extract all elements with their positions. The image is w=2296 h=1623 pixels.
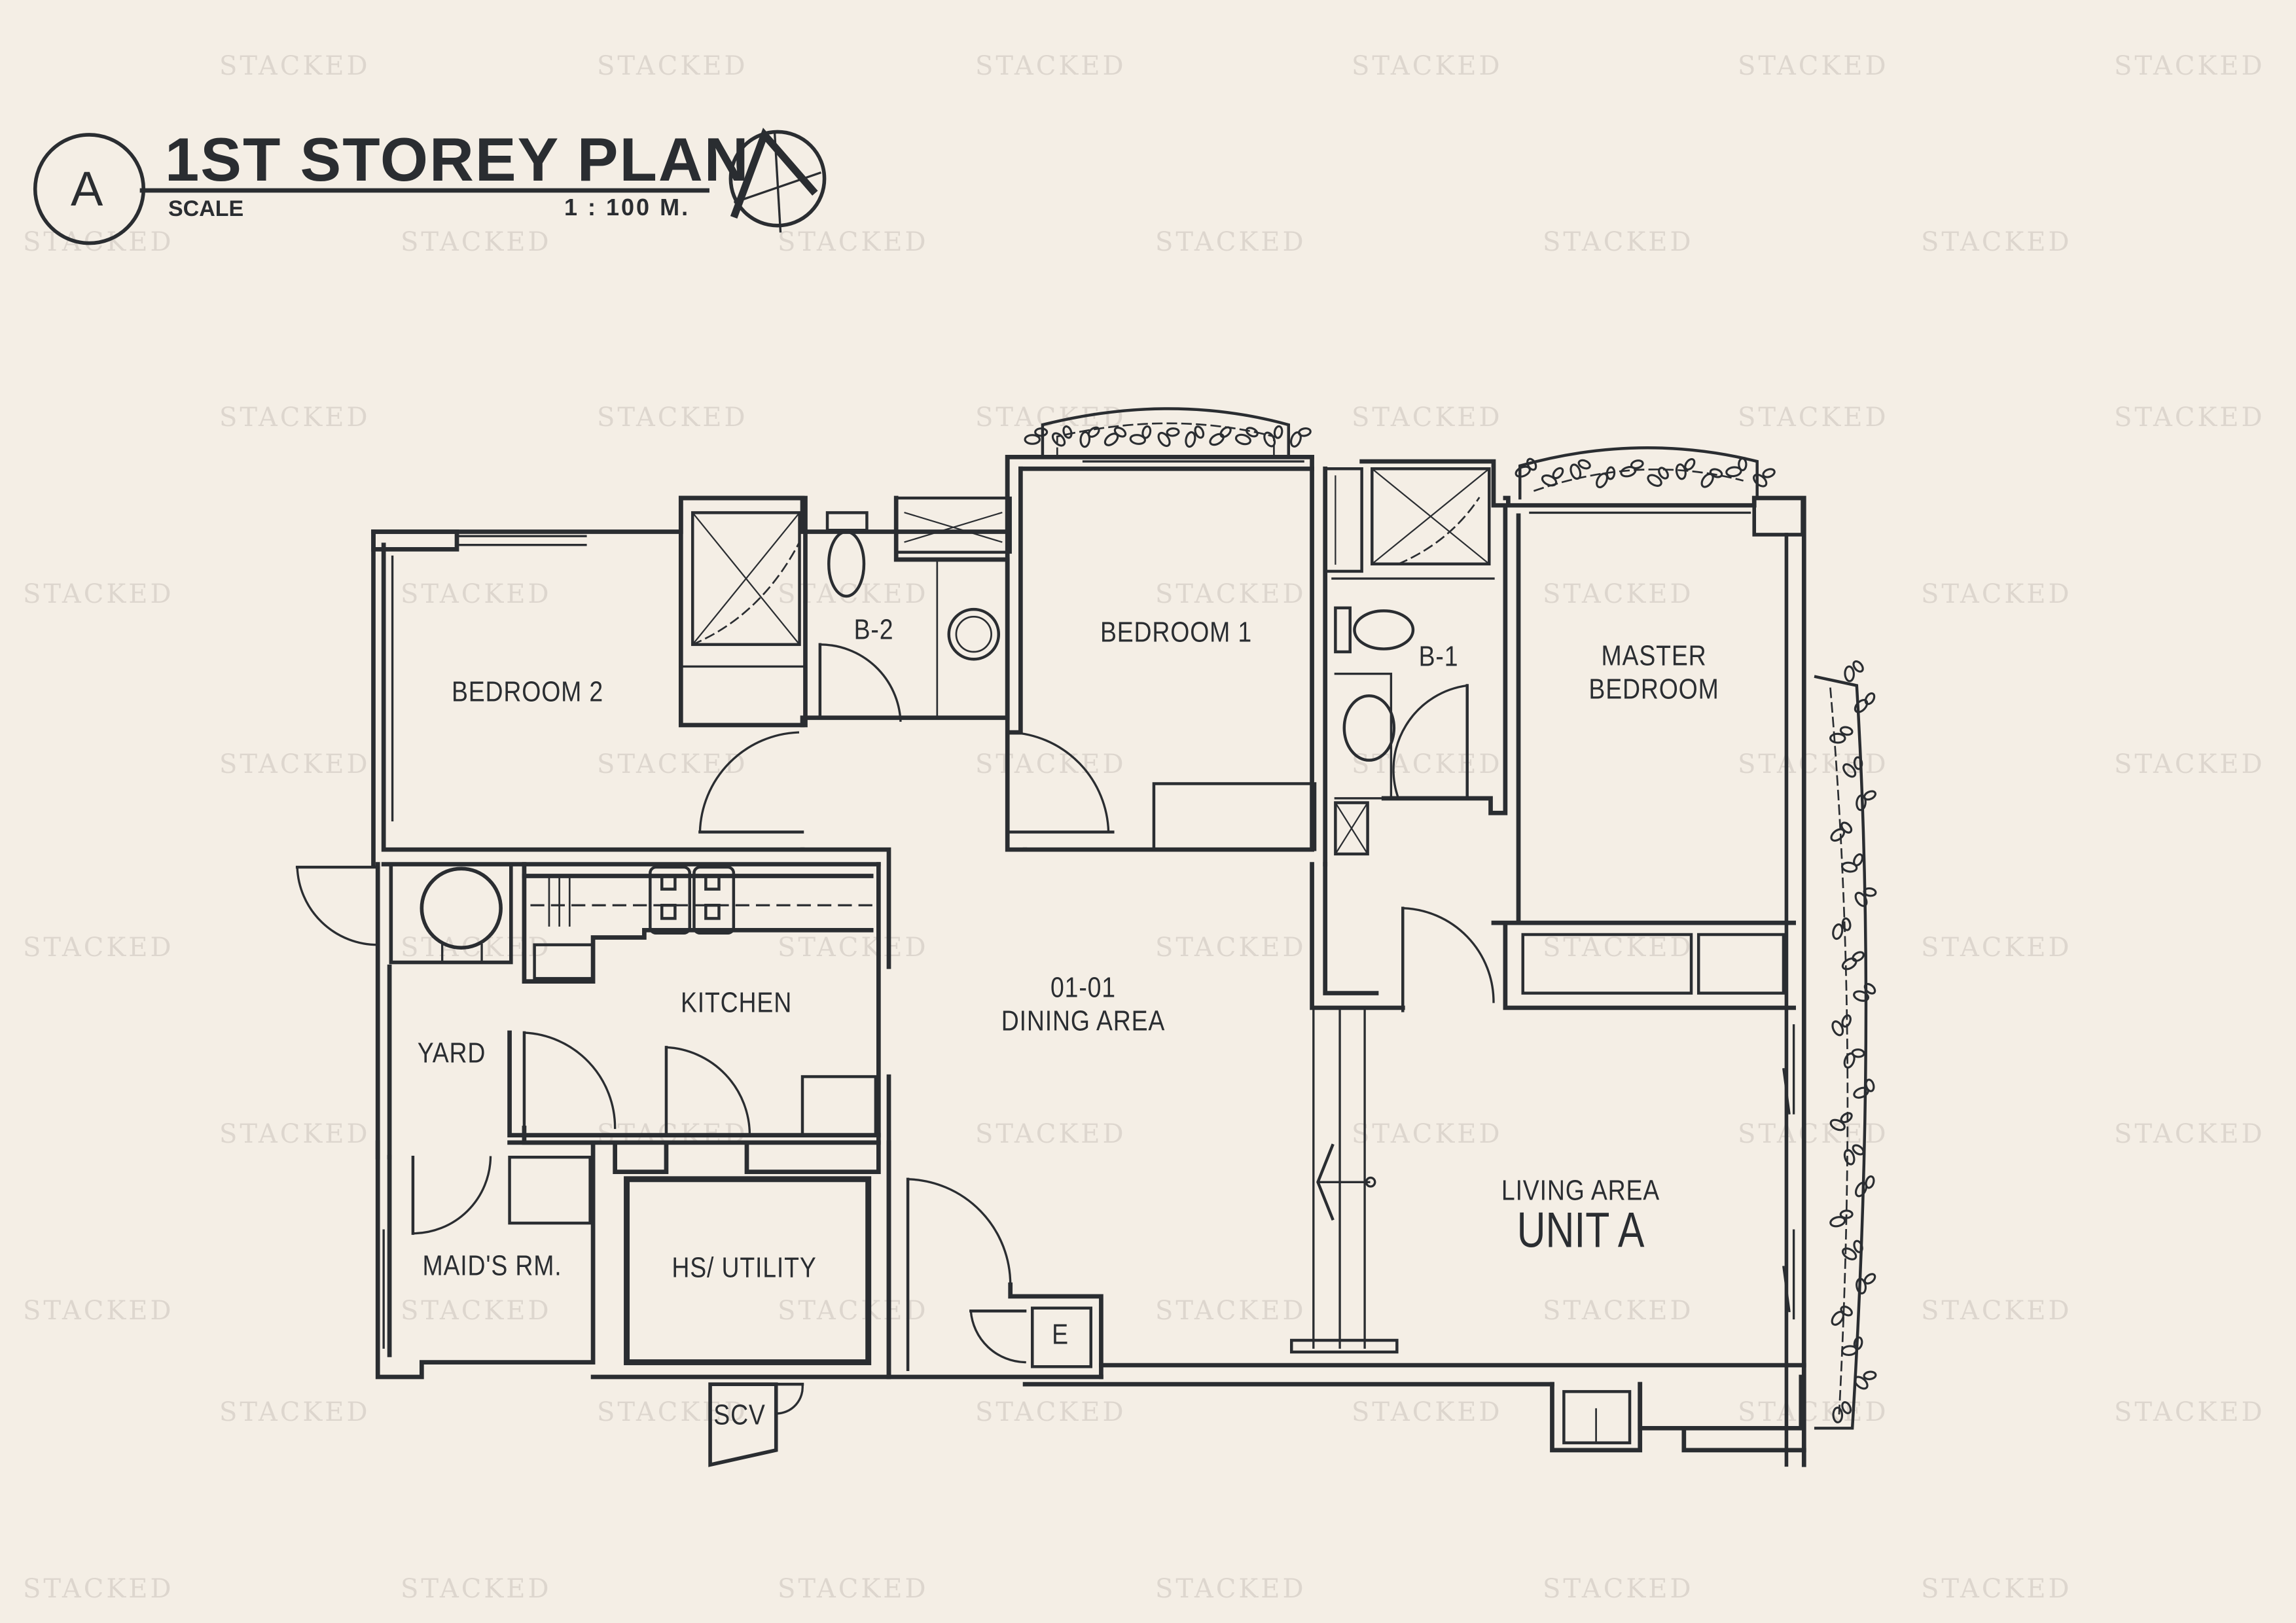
watermark-text: STACKED bbox=[23, 579, 174, 609]
master-line-2: BEDROOM bbox=[1588, 673, 1719, 705]
watermark-text: STACKED bbox=[975, 749, 1126, 779]
watermark-text: STACKED bbox=[975, 1119, 1126, 1149]
scale-label: SCALE bbox=[168, 196, 244, 221]
watermark-text: STACKED bbox=[219, 1397, 370, 1427]
watermark-text: STACKED bbox=[23, 933, 174, 963]
watermark-text: STACKED bbox=[778, 1574, 929, 1604]
room-label-living: LIVING AREA bbox=[1501, 1174, 1660, 1207]
watermark-text: STACKED bbox=[2114, 402, 2265, 433]
watermark-text: STACKED bbox=[1155, 933, 1306, 963]
watermark-text: STACKED bbox=[401, 1574, 552, 1604]
room-label-master-bedroom: MASTER BEDROOM bbox=[1588, 639, 1719, 705]
watermark-text: STACKED bbox=[1921, 1296, 2072, 1326]
watermark-text: STACKED bbox=[1352, 1119, 1503, 1149]
watermark-text: STACKED bbox=[597, 1397, 748, 1427]
room-label-bath-1: B-1 bbox=[1418, 640, 1459, 673]
master-line-1: MASTER bbox=[1601, 639, 1707, 672]
watermark-text: STACKED bbox=[219, 749, 370, 779]
room-label-bedroom-2: BEDROOM 2 bbox=[451, 675, 604, 708]
watermark-text: STACKED bbox=[975, 1397, 1126, 1427]
watermark-text: STACKED bbox=[219, 51, 370, 81]
watermark-text: STACKED bbox=[975, 51, 1126, 81]
room-label-bath-2: B-2 bbox=[853, 613, 894, 646]
unit-number: 01-01 bbox=[1050, 971, 1116, 1004]
room-label-kitchen: KITCHEN bbox=[680, 986, 793, 1019]
watermark-text: STACKED bbox=[2114, 1119, 2265, 1149]
planter-top-bedroom1 bbox=[1041, 407, 1291, 459]
watermark-text: STACKED bbox=[1738, 51, 1889, 81]
watermark-text: STACKED bbox=[2114, 51, 2265, 81]
watermark-text: STACKED bbox=[778, 1296, 929, 1326]
watermark-text: STACKED bbox=[1352, 51, 1503, 81]
watermark-text: STACKED bbox=[1543, 1574, 1694, 1604]
dining-area-label: DINING AREA bbox=[1001, 1005, 1166, 1037]
scv-label: SCV bbox=[713, 1399, 766, 1431]
callout-letter: A bbox=[71, 162, 103, 216]
watermark-text: STACKED bbox=[1738, 402, 1889, 433]
planter-right bbox=[1814, 675, 1868, 1430]
watermark-text: STACKED bbox=[1155, 1296, 1306, 1326]
watermark-text: STACKED bbox=[1155, 227, 1306, 257]
plan-title: 1ST STOREY PLAN bbox=[165, 125, 750, 194]
foliage bbox=[1024, 425, 1877, 1423]
watermark-text: STACKED bbox=[1738, 1397, 1889, 1427]
watermark-text: STACKED bbox=[597, 51, 748, 81]
watermark-text: STACKED bbox=[597, 402, 748, 433]
room-label-maids-room: MAID'S RM. bbox=[422, 1249, 562, 1282]
watermark-text: STACKED bbox=[219, 402, 370, 433]
watermark-text: STACKED bbox=[1738, 1119, 1889, 1149]
watermark-text: STACKED bbox=[219, 1119, 370, 1149]
room-label-yard: YARD bbox=[417, 1037, 486, 1069]
watermark-text: STACKED bbox=[23, 1574, 174, 1604]
unit-name-label: UNIT A bbox=[1516, 1202, 1645, 1258]
watermark-text: STACKED bbox=[1543, 1296, 1694, 1326]
watermark-text: STACKED bbox=[401, 227, 552, 257]
watermark-text: STACKED bbox=[2114, 749, 2265, 779]
watermark-text: STACKED bbox=[1155, 1574, 1306, 1604]
planter-top-master bbox=[1518, 446, 1759, 500]
watermark-text: STACKED bbox=[1921, 227, 2072, 257]
room-label-dining: 01-01 DINING AREA bbox=[1001, 971, 1165, 1037]
watermark-text: STACKED bbox=[1352, 749, 1503, 779]
watermark-text: STACKED bbox=[1921, 933, 2072, 963]
electrical-riser-label: E bbox=[1052, 1318, 1069, 1351]
watermark-text: STACKED bbox=[1543, 579, 1694, 609]
watermark-text: STACKED bbox=[1352, 1397, 1503, 1427]
watermark-text: STACKED bbox=[1155, 579, 1306, 609]
watermark-text: STACKED bbox=[1921, 1574, 2072, 1604]
watermark-text: STACKED bbox=[23, 1296, 174, 1326]
watermark-text: STACKED bbox=[401, 579, 552, 609]
title-block-graphics bbox=[33, 128, 827, 245]
watermark-text: STACKED bbox=[778, 933, 929, 963]
watermark-text: STACKED bbox=[2114, 1397, 2265, 1427]
watermark-text: STACKED bbox=[1921, 579, 2072, 609]
watermark-text: STACKED bbox=[778, 227, 929, 257]
north-arrow-icon bbox=[728, 128, 827, 233]
watermark-text: STACKED bbox=[401, 1296, 552, 1326]
scale-value: 1 : 100 M. bbox=[564, 194, 691, 221]
walls bbox=[295, 454, 1806, 1467]
watermark-text: STACKED bbox=[1543, 227, 1694, 257]
room-label-hs-utility: HS/ UTILITY bbox=[672, 1251, 817, 1284]
room-label-bedroom-1: BEDROOM 1 bbox=[1100, 616, 1253, 649]
watermark-text: STACKED bbox=[1543, 933, 1694, 963]
watermark-text: STACKED bbox=[1352, 402, 1503, 433]
